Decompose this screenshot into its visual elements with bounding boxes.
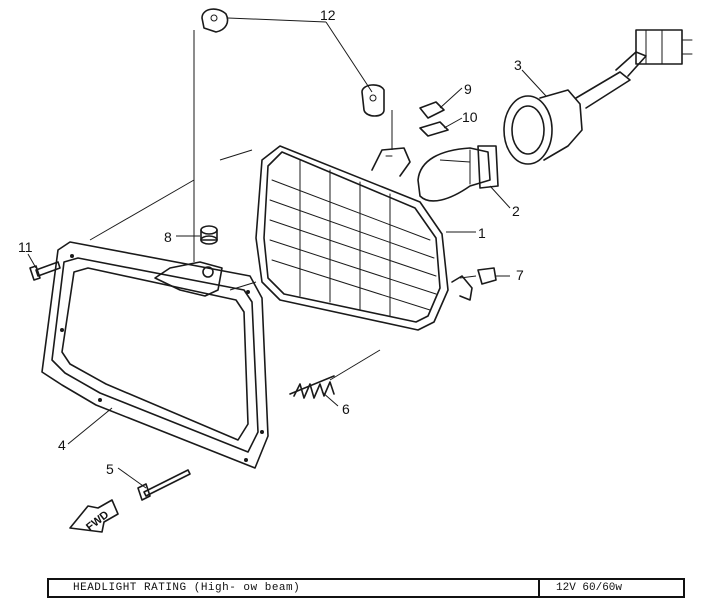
adjusting-screw [137,469,191,501]
callout-9: 9 [464,81,472,97]
small-bolt [29,261,61,281]
callout-5: 5 [106,461,114,477]
spring-mount-top [201,8,229,33]
callout-12: 12 [320,7,336,23]
callout-7: 7 [516,267,524,283]
headlight-rim [41,241,269,469]
forward-arrow: FWD [69,499,119,534]
callout-6: 6 [342,401,350,417]
assembly-lines [89,30,477,381]
screw-part [200,225,218,245]
callout-10: 10 [462,109,478,125]
headlight-rating-table: HEADLIGHT RATING (High- ow beam) 12V 60/… [47,578,685,598]
clip-part [419,101,445,119]
bulb-socket [503,29,693,165]
nut-part [477,267,497,285]
callout-11: 11 [18,239,33,255]
headlight-rating-value: 12V 60/60w [556,582,623,594]
spring-mount-mid [361,84,385,117]
headlight-rating-label: HEADLIGHT RATING (High- ow beam) [49,580,540,596]
sealed-beam-unit [255,145,473,331]
headlight-bulb [417,145,499,202]
callout-1: 1 [478,225,486,241]
adjusting-spring [289,375,335,399]
callout-4: 4 [58,437,66,453]
callout-2: 2 [512,203,520,219]
callout-3: 3 [514,57,522,73]
washer-part [419,121,449,137]
callout-8: 8 [164,229,172,245]
forward-arrow-label: FWD [84,509,111,534]
leader-lines [27,17,547,489]
